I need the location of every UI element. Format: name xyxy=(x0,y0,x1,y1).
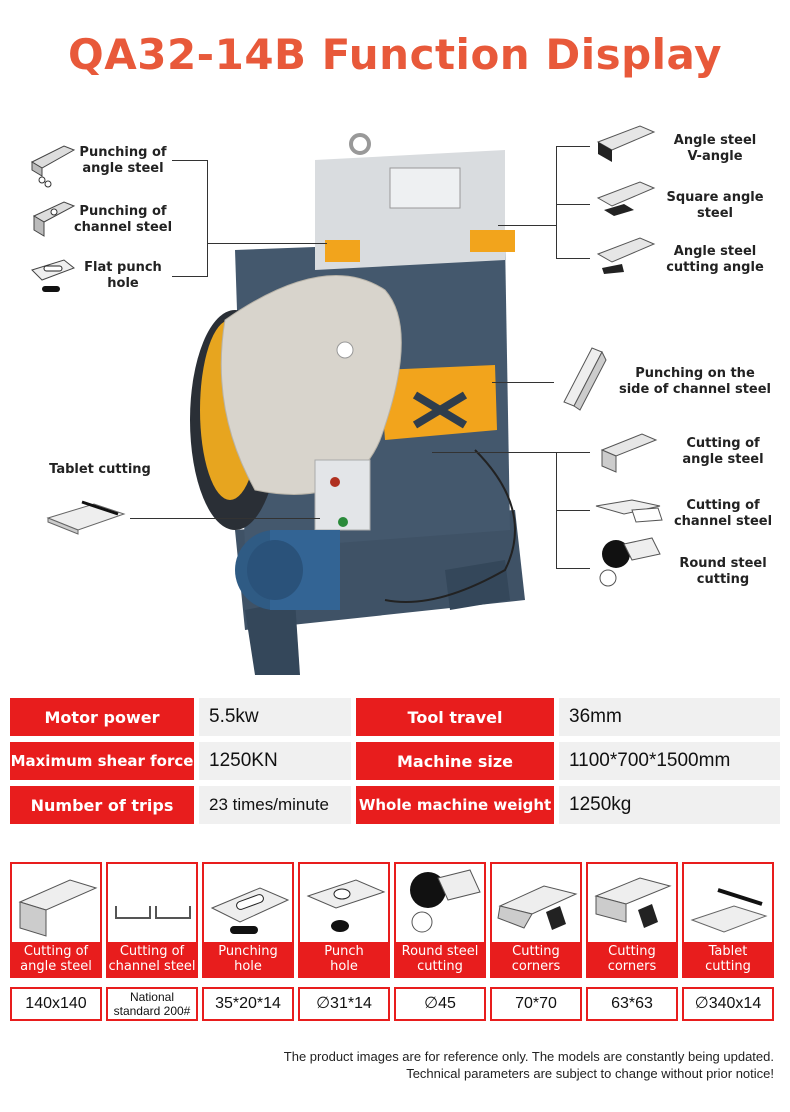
square-angle-icon xyxy=(596,181,656,216)
leader-line xyxy=(556,452,590,453)
cutting-corners-icon xyxy=(497,885,578,930)
spec-value: 5.5kw xyxy=(199,698,351,736)
leader-line xyxy=(556,510,590,511)
tablet-cutting-icon xyxy=(690,888,768,933)
function-card: Punching hole xyxy=(202,862,294,978)
disclaimer: The product images are for reference onl… xyxy=(34,1048,774,1082)
spec-row: Motor power 5.5kw Tool travel 36mm xyxy=(10,698,780,736)
function-label: Cutting of channel steel xyxy=(108,942,196,976)
disclaimer-line: Technical parameters are subject to chan… xyxy=(406,1066,774,1081)
angle-cut-icon xyxy=(600,433,658,473)
function-value: ∅31*14 xyxy=(298,987,390,1021)
angle-cut-icon xyxy=(18,879,98,937)
punching-hole-icon xyxy=(210,887,290,934)
leader-line xyxy=(556,204,590,205)
callout-label: Square angle steel xyxy=(666,190,764,221)
function-value: ∅45 xyxy=(394,987,486,1021)
angle-v-icon xyxy=(596,125,656,162)
spec-label: Machine size xyxy=(356,742,554,780)
leader-line xyxy=(556,146,590,147)
spec-label: Whole machine weight xyxy=(356,786,554,824)
leader-line xyxy=(207,160,208,276)
spec-value: 1100*700*1500mm xyxy=(559,742,780,780)
function-label: Tablet cutting xyxy=(684,942,772,976)
function-value: National standard 200# xyxy=(106,987,198,1021)
channel-side-punch-icon xyxy=(563,347,607,411)
spec-value: 1250KN xyxy=(199,742,351,780)
angle-steel-punch-icon xyxy=(30,145,76,188)
channel-cut-icon xyxy=(595,499,663,523)
function-value: 35*20*14 xyxy=(202,987,294,1021)
callout-label: Cutting of channel steel xyxy=(673,498,773,529)
callout-label: Punching on the side of channel steel xyxy=(618,366,772,397)
page-title: QA32-14B Function Display xyxy=(68,30,722,79)
disclaimer-line: The product images are for reference onl… xyxy=(283,1049,774,1064)
callout-label: Angle steel cutting angle xyxy=(666,244,764,275)
leader-line xyxy=(556,568,590,569)
function-value: ∅340x14 xyxy=(682,987,774,1021)
function-card: Cutting of angle steel xyxy=(10,862,102,978)
leader-line xyxy=(130,518,320,519)
spec-row: Number of trips 23 times/minute Whole ma… xyxy=(10,786,780,824)
function-label: Cutting of angle steel xyxy=(12,942,100,976)
leader-line xyxy=(432,452,556,453)
spec-label: Maximum shear force xyxy=(10,742,194,780)
callout-label: Cutting of angle steel xyxy=(682,436,764,467)
spec-label: Number of trips xyxy=(10,786,194,824)
function-label: Punch hole xyxy=(300,942,388,976)
leader-line xyxy=(556,258,590,259)
round-steel-icon xyxy=(599,537,661,587)
punch-hole-icon xyxy=(306,879,386,932)
function-card: Cutting of channel steel xyxy=(106,862,198,978)
cutting-corners-icon xyxy=(594,877,672,928)
channel-cut-icon xyxy=(115,906,191,919)
function-label: Round steel cutting xyxy=(396,942,484,976)
function-value: 70*70 xyxy=(490,987,582,1021)
spec-label: Motor power xyxy=(10,698,194,736)
function-label: Punching hole xyxy=(204,942,292,976)
leader-line xyxy=(207,243,327,244)
function-label: Cutting corners xyxy=(492,942,580,976)
round-steel-icon xyxy=(410,869,481,933)
leader-line xyxy=(556,146,557,258)
iron-worker-machine-image xyxy=(190,133,525,675)
function-card: Round steel cutting xyxy=(394,862,486,978)
spec-row: Maximum shear force 1250KN Machine size … xyxy=(10,742,780,780)
callout-label: Angle steel V-angle xyxy=(673,133,757,164)
callout-label: Tablet cutting xyxy=(49,462,151,477)
leader-line xyxy=(172,276,208,277)
leader-line xyxy=(172,160,208,161)
channel-steel-punch-icon xyxy=(32,201,76,237)
function-card: Cutting corners xyxy=(490,862,582,978)
function-value: 63*63 xyxy=(586,987,678,1021)
tablet-cutting-icon xyxy=(46,500,126,535)
angle-cutting-icon xyxy=(596,237,656,274)
function-card: Cutting corners xyxy=(586,862,678,978)
callout-label: Round steel cutting xyxy=(679,556,767,587)
function-value: 140x140 xyxy=(10,987,102,1021)
leader-line xyxy=(492,382,554,383)
spec-label: Tool travel xyxy=(356,698,554,736)
spec-value: 36mm xyxy=(559,698,780,736)
spec-value: 23 times/minute xyxy=(199,786,351,824)
callout-label: Flat punch hole xyxy=(84,260,162,291)
flat-punch-hole-icon xyxy=(31,259,75,292)
leader-line xyxy=(498,225,556,226)
function-label: Cutting corners xyxy=(588,942,676,976)
function-card: Tablet cutting xyxy=(682,862,774,978)
spec-value: 1250kg xyxy=(559,786,780,824)
callout-label: Punching of angle steel xyxy=(79,145,167,176)
function-card: Punch hole xyxy=(298,862,390,978)
callout-label: Punching of channel steel xyxy=(73,204,173,235)
